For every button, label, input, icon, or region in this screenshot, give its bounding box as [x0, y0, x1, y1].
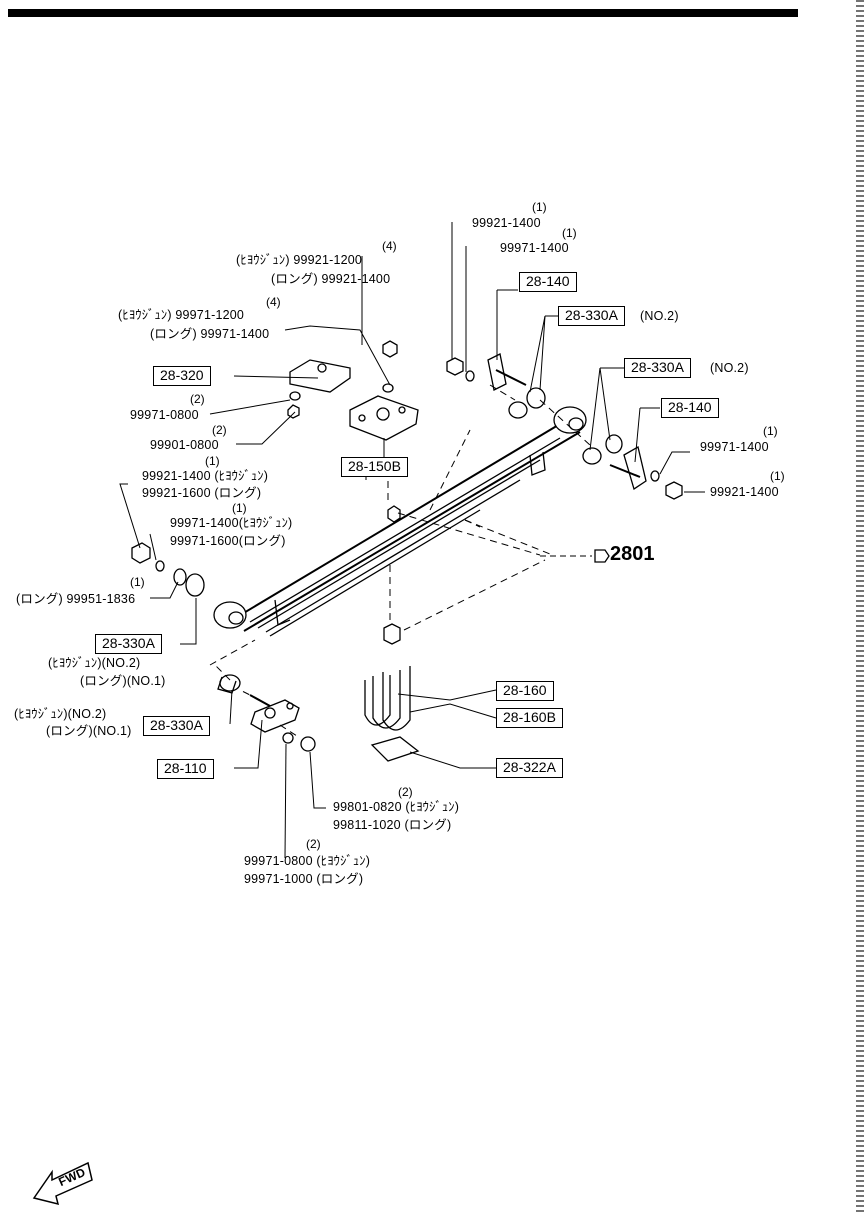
part-box-28-150b[interactable]: 28-150B — [341, 457, 408, 477]
part-number-label: 99801-0820 (ﾋﾖｳｼﾞｭﾝ) — [333, 800, 460, 814]
part-box-28-160[interactable]: 28-160 — [496, 681, 554, 701]
variant-note: (ﾋﾖｳｼﾞｭﾝ)(NO.2) — [48, 656, 141, 670]
rear-shackle-lower — [582, 434, 683, 500]
ref-number: 2801 — [610, 543, 655, 565]
front-bushings — [131, 542, 241, 694]
qty-label: (2) — [398, 785, 413, 799]
header-rule — [8, 9, 798, 17]
variant-note: (ﾋﾖｳｼﾞｭﾝ)(NO.2) — [14, 707, 107, 721]
part-box-28-330a-top[interactable]: 28-330A — [558, 306, 625, 326]
part-box-28-110[interactable]: 28-110 — [157, 759, 214, 779]
part-box-28-320[interactable]: 28-320 — [153, 366, 211, 386]
variant-note: (ロング)(NO.1) — [46, 724, 132, 738]
qty-label: (1) — [562, 226, 577, 240]
part-number-label: (ロング) 99951-1836 — [16, 592, 136, 606]
qty-label: (1) — [532, 200, 547, 214]
part-number-label: 99971-1600(ロング) — [170, 534, 286, 548]
qty-label: (2) — [212, 423, 227, 437]
fwd-arrow-icon — [32, 1161, 93, 1206]
qty-label: (1) — [763, 424, 778, 438]
qty-label: (4) — [382, 239, 397, 253]
qty-label: (4) — [266, 295, 281, 309]
part-box-28-160b[interactable]: 28-160B — [496, 708, 563, 728]
spring-seat — [287, 340, 419, 441]
part-number-label: 99971-0800 (ﾋﾖｳｼﾞｭﾝ) — [244, 854, 371, 868]
rear-shackle-upper — [446, 353, 546, 419]
part-box-28-322a[interactable]: 28-322A — [496, 758, 563, 778]
part-box-28-330a-low[interactable]: 28-330A — [143, 716, 210, 736]
part-box-28-330a-mid[interactable]: 28-330A — [624, 358, 691, 378]
u-bolts — [364, 505, 420, 762]
part-number-label: 99901-0800 — [150, 438, 219, 452]
part-box-28-330a-left[interactable]: 28-330A — [95, 634, 162, 654]
qty-label: (1) — [130, 575, 145, 589]
leader-lines — [119, 222, 705, 859]
reference-arrow-icon — [594, 549, 610, 563]
reference-lines — [209, 384, 591, 739]
part-box-28-140-mid[interactable]: 28-140 — [661, 398, 719, 418]
part-number-label: (ロング) 99971-1400 — [150, 327, 270, 341]
part-number-label: 99971-1400(ﾋﾖｳｼﾞｭﾝ) — [170, 516, 293, 530]
front-hanger — [249, 694, 316, 752]
qty-label: (2) — [190, 392, 205, 406]
qty-label: (1) — [770, 469, 785, 483]
qty-label: (1) — [205, 454, 220, 468]
part-box-28-140-top[interactable]: 28-140 — [519, 272, 577, 292]
part-number-label: 99971-0800 — [130, 408, 199, 422]
part-number-label: (ﾋﾖｳｼﾞｭﾝ) 99921-1200 — [236, 253, 363, 267]
qty-label: (1) — [232, 501, 247, 515]
variant-note: (ロング)(NO.1) — [80, 674, 166, 688]
part-number-label: (ﾋﾖｳｼﾞｭﾝ) 99971-1200 — [118, 308, 245, 322]
part-number-label: (ロング) 99921-1400 — [271, 272, 391, 286]
part-number-label: 99921-1400 (ﾋﾖｳｼﾞｭﾝ) — [142, 469, 269, 483]
part-number-label: 99971-1000 (ロング) — [244, 872, 364, 886]
part-number-label: 99921-1400 — [472, 216, 541, 230]
scan-edge — [856, 0, 864, 1214]
part-number-label: 99921-1400 — [710, 485, 779, 499]
part-number-label: 99971-1400 — [700, 440, 769, 454]
part-number-label: 99971-1400 — [500, 241, 569, 255]
part-number-label: 99811-1020 (ロング) — [333, 818, 452, 832]
part-number-label: 99921-1600 (ロング) — [142, 486, 262, 500]
note-no2-top: (NO.2) — [640, 309, 679, 323]
leaf-spring — [213, 406, 587, 637]
qty-label: (2) — [306, 837, 321, 851]
note-no2-mid: (NO.2) — [710, 361, 749, 375]
